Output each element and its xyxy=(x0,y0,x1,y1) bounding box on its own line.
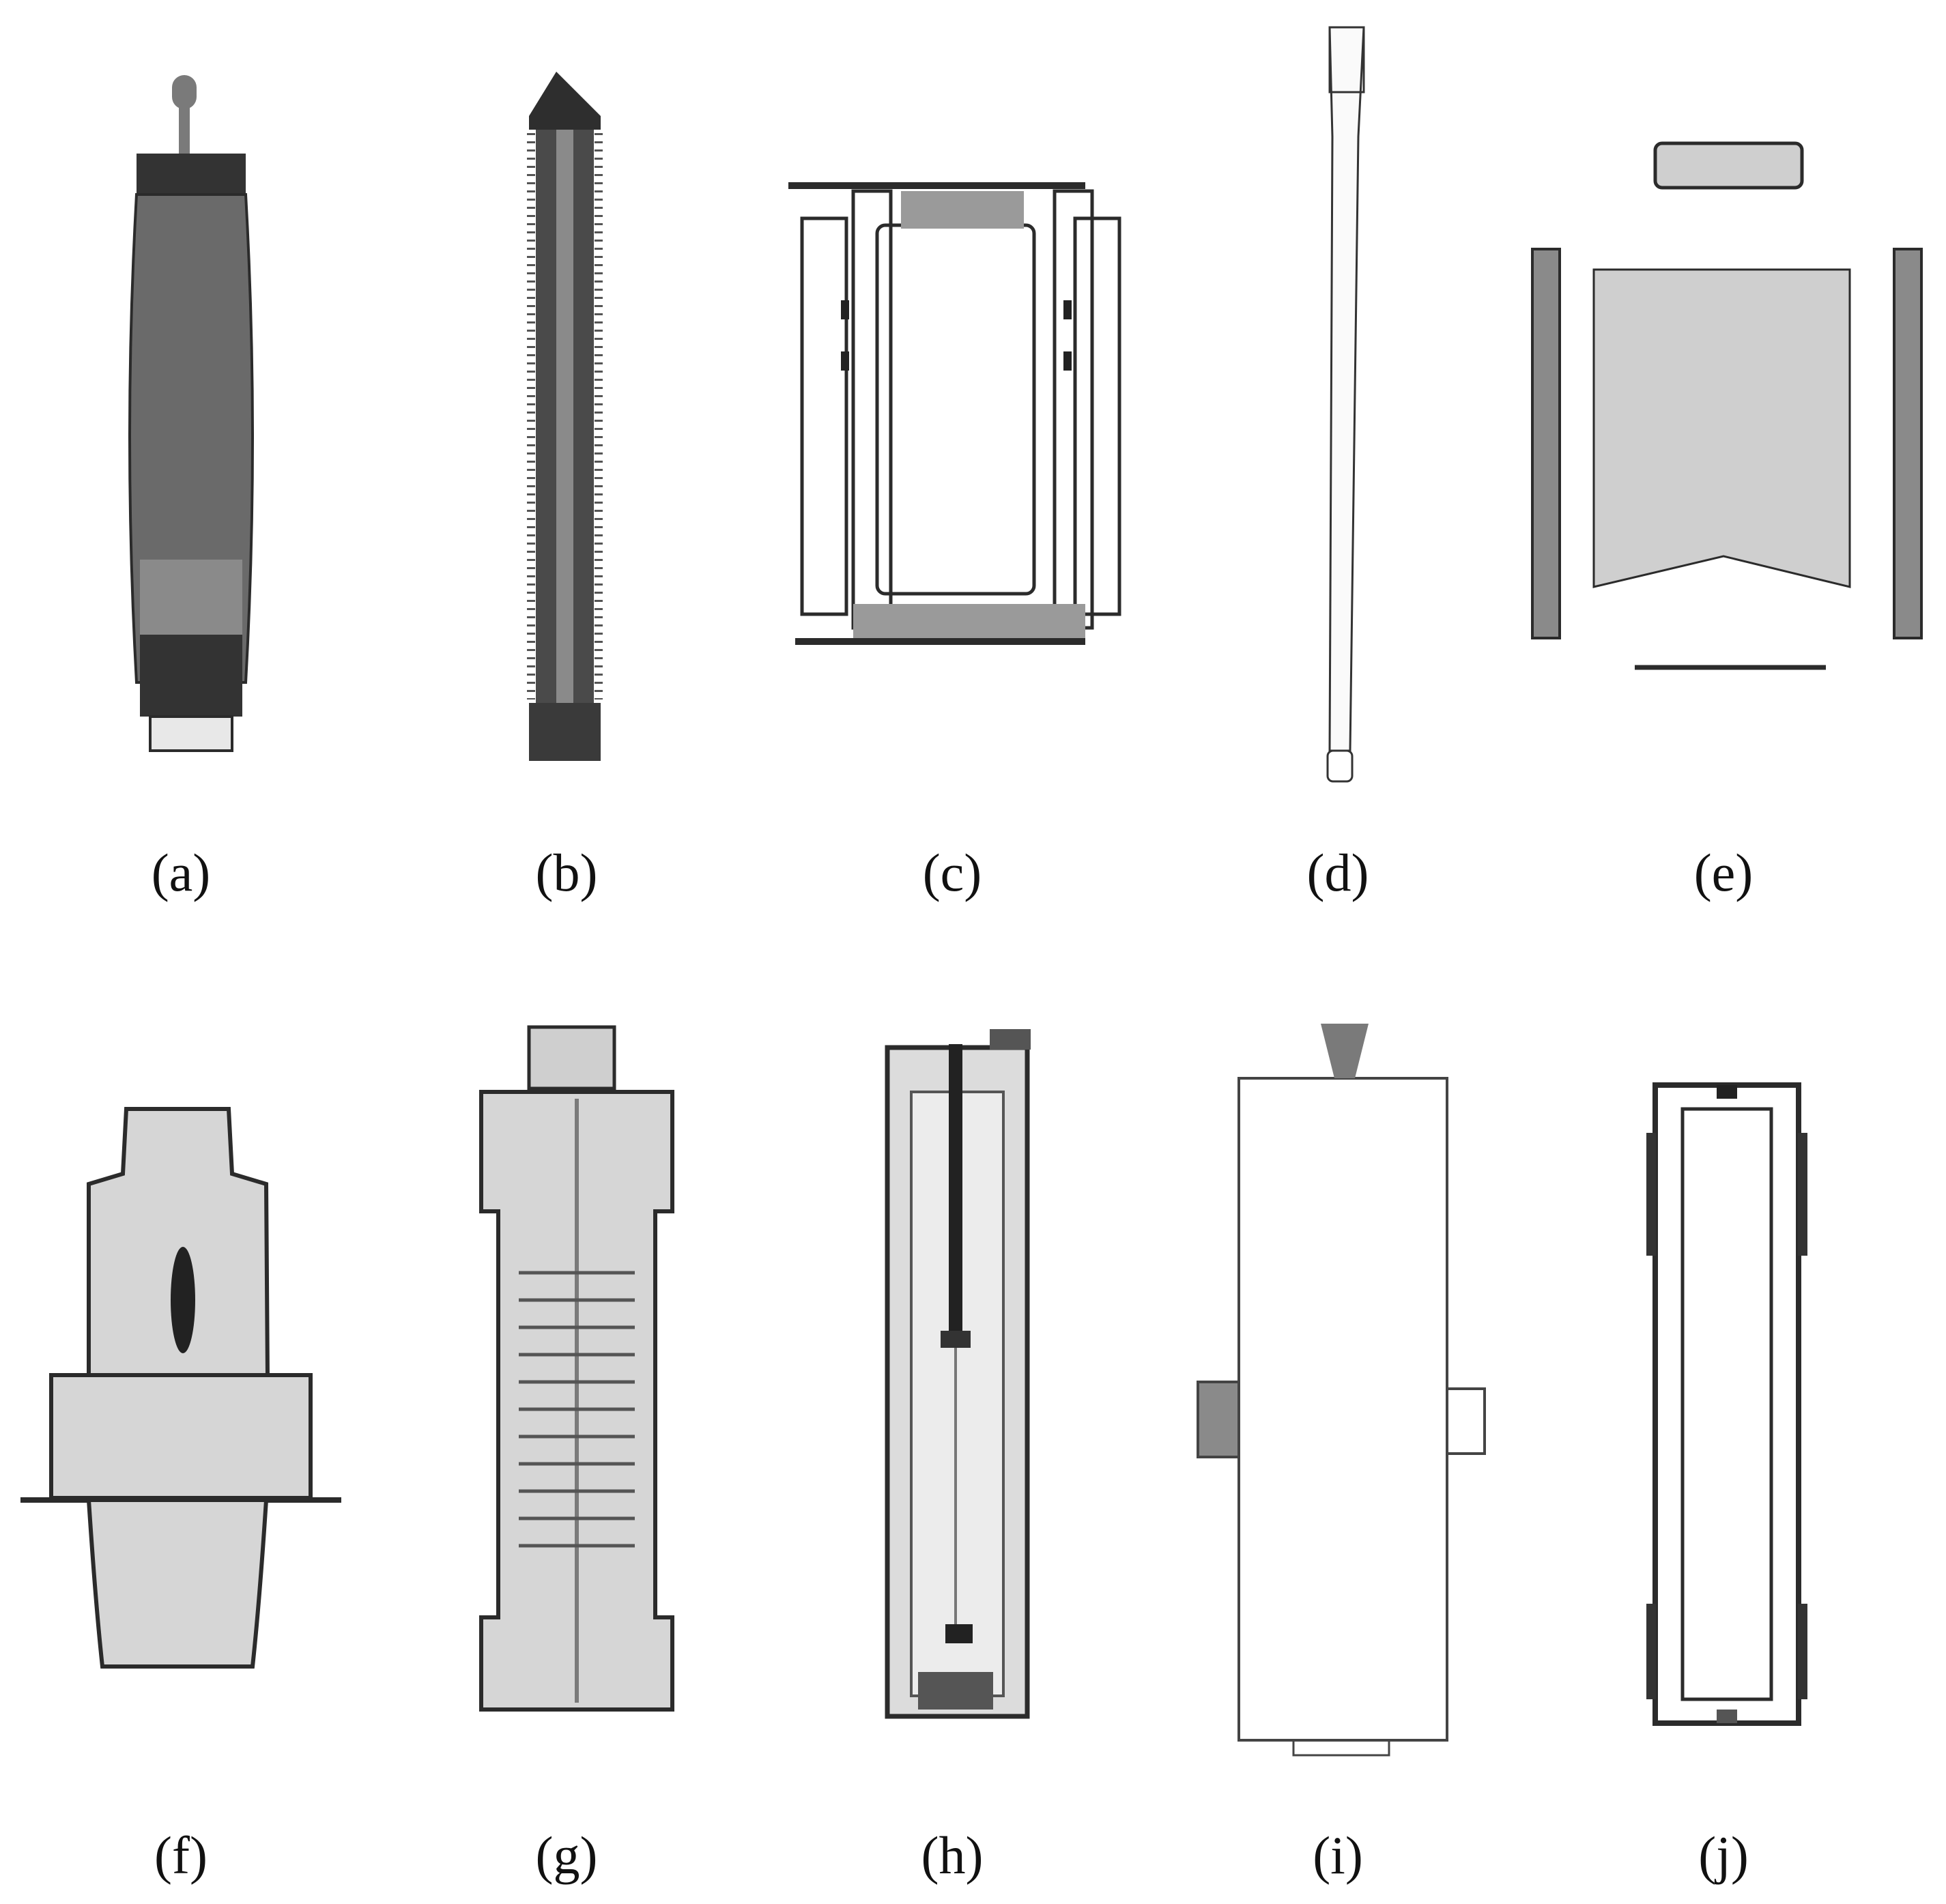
panel-c-bottom-block xyxy=(853,604,1085,638)
panel-j-frame xyxy=(1652,1082,1801,1726)
panel-h-image xyxy=(885,1029,1031,1719)
caption-f: (f) xyxy=(154,1826,208,1885)
panel-e-left-column xyxy=(1531,248,1561,639)
panel-c-clip-3 xyxy=(1063,300,1072,319)
caption-i: (i) xyxy=(1313,1826,1363,1885)
caption-h: (h) xyxy=(921,1826,984,1885)
panel-c-top-block xyxy=(901,191,1024,229)
panel-i-top-nozzle xyxy=(1321,1024,1369,1078)
caption-c: (c) xyxy=(922,843,982,902)
caption-e: (e) xyxy=(1693,843,1754,902)
caption-a: (a) xyxy=(151,843,211,902)
panel-e-image xyxy=(1531,141,1923,670)
panel-d-bottom-end xyxy=(1326,749,1354,783)
panel-d-top-end xyxy=(1328,26,1365,93)
panel-j-left-lower-pad xyxy=(1646,1604,1656,1699)
panel-i-bottom-plate xyxy=(1292,1739,1390,1757)
panel-c-clip-2 xyxy=(841,351,849,371)
caption-g: (g) xyxy=(535,1826,598,1885)
panel-j-bottom-tab xyxy=(1717,1710,1737,1723)
panel-e-top-block xyxy=(1653,141,1804,190)
panel-e-right-column xyxy=(1893,248,1923,639)
panel-g-top-cap xyxy=(527,1025,616,1091)
panel-h-piston xyxy=(941,1331,971,1348)
panel-i-body xyxy=(1237,1077,1448,1742)
panel-c-left-inner-column xyxy=(851,189,893,630)
panel-g-fins xyxy=(519,1271,635,1548)
panel-b-base xyxy=(529,703,601,761)
panel-h-top-fitting xyxy=(990,1029,1031,1050)
panel-g-image xyxy=(479,1025,674,1712)
panel-b-core xyxy=(556,130,573,703)
panel-j-top-tab xyxy=(1717,1085,1737,1099)
panel-h-piston-rod xyxy=(949,1044,962,1344)
panel-h-lower-valve xyxy=(945,1624,973,1643)
panel-a-knob xyxy=(172,75,197,109)
panel-i-image xyxy=(1197,1024,1486,1757)
panel-c-left-column xyxy=(800,216,848,616)
panel-h-inner-tube xyxy=(910,1091,1005,1697)
panel-a-base xyxy=(149,715,233,752)
panel-b-image xyxy=(527,72,603,761)
panel-c-center-frame xyxy=(875,223,1036,596)
panel-a-image xyxy=(128,75,254,752)
panel-f-lower-body xyxy=(86,1498,269,1669)
panel-a-base-dark xyxy=(140,635,242,717)
panel-j-right-upper-pad xyxy=(1798,1133,1807,1256)
panel-i-left-port xyxy=(1197,1381,1240,1458)
panel-a-lower-band xyxy=(140,560,242,635)
panel-c-clip-4 xyxy=(1063,351,1072,371)
caption-d: (d) xyxy=(1306,843,1369,902)
panel-c-clip-1 xyxy=(841,300,849,319)
panel-b-tip xyxy=(529,72,601,130)
panel-j-right-lower-pad xyxy=(1798,1604,1807,1699)
panel-a-stem xyxy=(179,102,190,164)
panel-i-right-bracket xyxy=(1446,1387,1486,1455)
panel-h-bottom-assembly xyxy=(918,1672,993,1710)
panel-e-center-plate xyxy=(1592,268,1851,588)
panel-f-slot xyxy=(171,1247,195,1353)
panel-f-collar xyxy=(49,1373,313,1500)
panel-j-image xyxy=(1646,1082,1807,1726)
caption-b: (b) xyxy=(535,843,598,902)
panel-c-right-column xyxy=(1073,216,1121,616)
caption-j: (j) xyxy=(1698,1826,1749,1885)
panel-j-inner-frame xyxy=(1680,1107,1773,1701)
panel-d-rod xyxy=(1328,26,1365,752)
panel-d-image xyxy=(1326,26,1365,783)
panel-f-image xyxy=(20,1107,341,1669)
panel-j-left-upper-pad xyxy=(1646,1133,1656,1256)
panel-a-cap xyxy=(137,154,246,194)
panel-c-image xyxy=(788,182,1121,645)
